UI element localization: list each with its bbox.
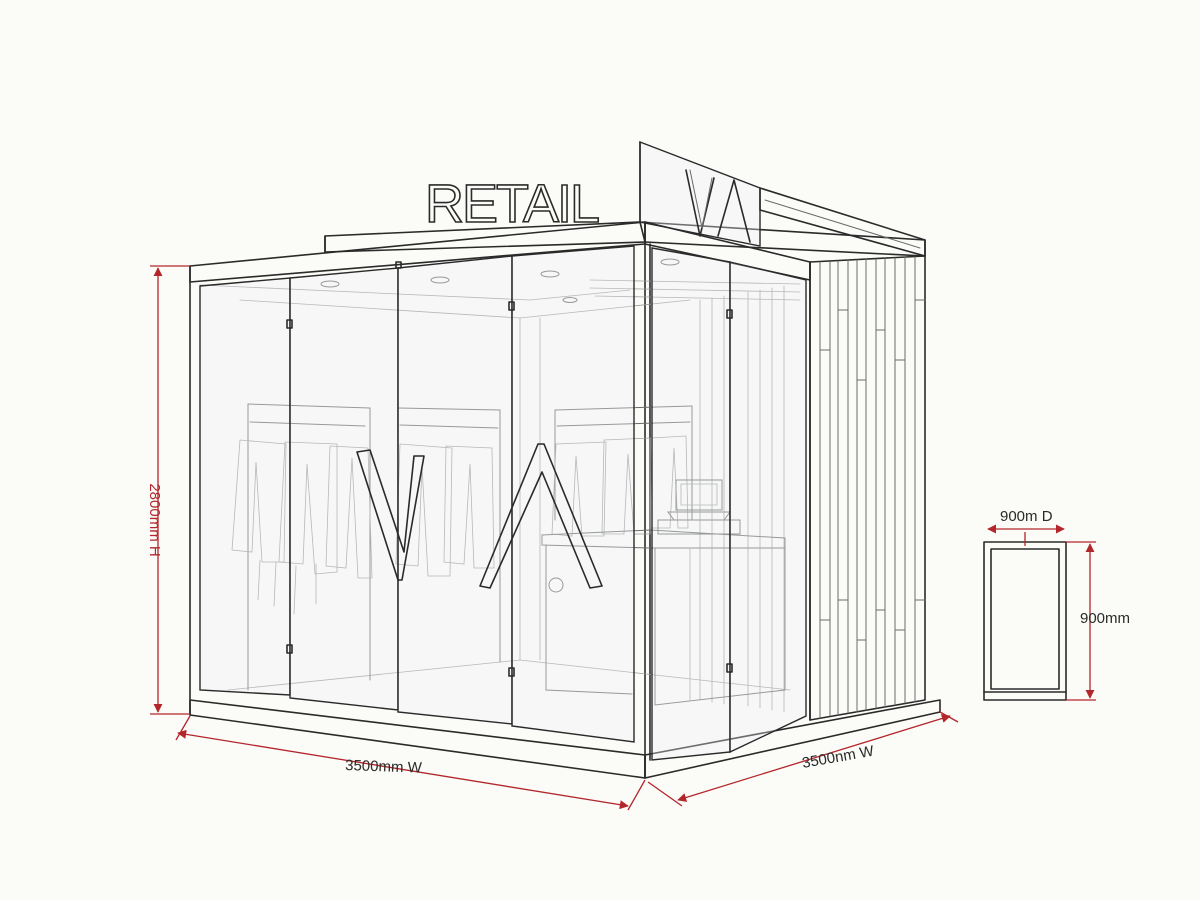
dimension-front-width: 3500mm W bbox=[175, 715, 646, 811]
side-width-label: 3500nm W bbox=[801, 742, 876, 771]
detail-module: 900m D 900mm bbox=[983, 508, 1130, 701]
logo-va-icon bbox=[356, 443, 603, 589]
pos-terminal-icon bbox=[667, 479, 731, 521]
clothing-rack-icon bbox=[231, 403, 373, 691]
roof-structure bbox=[324, 140, 926, 257]
dimension-height: 2800mm H bbox=[146, 265, 190, 715]
side-glass bbox=[651, 247, 807, 761]
sign-retail-text: RETAIL bbox=[425, 174, 599, 234]
slatted-side-panel bbox=[809, 255, 926, 721]
module-height-label: 900mm bbox=[1080, 610, 1130, 627]
checkout-counter bbox=[541, 519, 786, 706]
height-label: 2800mm H bbox=[146, 483, 163, 556]
module-depth-label: 900m D bbox=[1000, 508, 1053, 525]
front-glass bbox=[199, 245, 635, 743]
front-width-label: 3500mm W bbox=[345, 757, 423, 777]
